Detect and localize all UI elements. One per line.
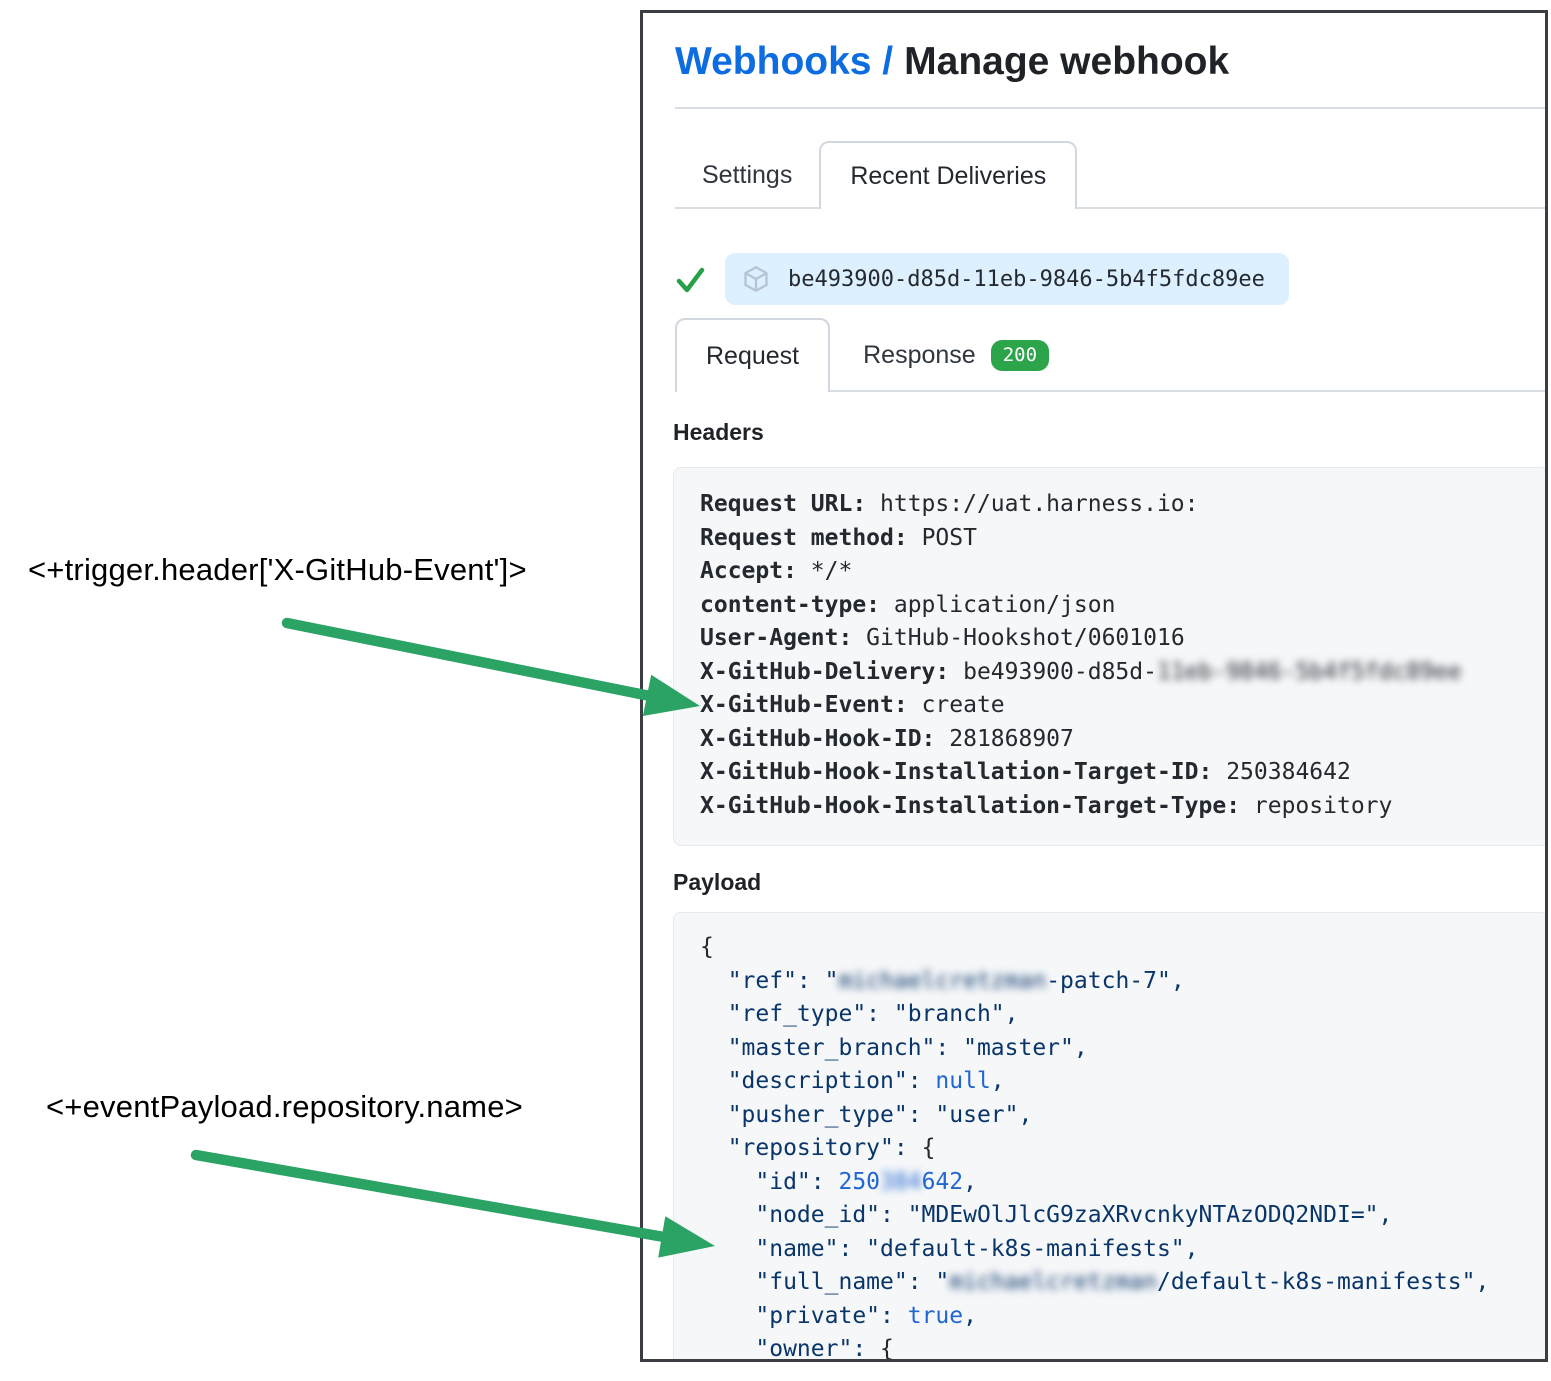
page-title-current: Manage webhook [904,40,1230,83]
code-segment: X-GitHub-Hook-ID: [700,725,936,752]
code-segment: "id": [700,1168,839,1195]
code-segment: /default-k8s-manifests", [1156,1269,1490,1295]
headers-code-block: Request URL: https://uat.harness.io:Requ… [673,467,1545,846]
status-200-badge: 200 [990,339,1050,371]
arrow-to-repository-name [190,1149,715,1258]
tab-response[interactable]: Response 200 [836,318,1076,392]
page-title: Webhooks /Manage webhook [675,39,1545,85]
code-line: "description": null, [700,1065,1534,1099]
code-segment: User-Agent: [700,625,853,651]
package-icon [744,266,768,292]
webhook-tabs: Settings Recent Deliveries [675,141,1545,209]
code-line: X-GitHub-Delivery: be493900-d85d-11eb-98… [700,656,1534,690]
code-segment: "full_name": " [700,1269,950,1295]
code-segment: "ref": " [700,967,839,994]
code-line: "repository": { [700,1132,1534,1166]
annotation-payload-expression: <+eventPayload.repository.name> [46,1089,523,1124]
code-segment: true [907,1302,964,1329]
code-segment: { [880,1336,894,1362]
code-line: "owner": { [700,1333,1534,1362]
code-segment: Accept: [700,558,797,584]
tab-request[interactable]: Request [675,318,831,392]
code-line: "pusher_type": "user", [700,1099,1534,1133]
code-segment: POST [907,524,977,551]
code-segment: { [921,1135,936,1161]
code-segment: 384 [880,1168,922,1195]
tab-settings[interactable]: Settings [702,160,793,189]
code-segment: X-GitHub-Event: [700,692,908,718]
headers-section-title: Headers [673,419,764,445]
code-line: "name": "default-k8s-manifests", [700,1233,1534,1267]
code-line: { [700,931,1534,965]
code-line: X-GitHub-Event: create [700,689,1534,723]
delivery-row: be493900-d85d-11eb-9846-5b4f5fdc89ee [675,253,1545,305]
webhooks-breadcrumb-link[interactable]: Webhooks / [675,40,894,83]
code-segment: X-GitHub-Delivery: [700,658,950,685]
response-label: Response [863,340,976,369]
code-segment: "repository": [700,1135,922,1161]
code-segment: content-type: [700,591,881,618]
code-segment: Request URL: [700,491,867,517]
code-segment: */* [796,558,853,584]
code-segment: michaelcretzman [838,967,1047,994]
code-line: "master_branch": "master", [700,1032,1534,1066]
code-segment: , [990,1068,1005,1094]
arrow-to-x-github-event [281,617,700,716]
code-segment: "node_id": "MDEwOlJlcG9zaXRvcnkyNTAzODQ2… [700,1202,1393,1228]
code-line: "private": true, [700,1300,1534,1334]
code-segment: X-GitHub-Hook-Installation-Target-ID: [700,759,1213,785]
code-line: Request method: POST [700,522,1534,556]
check-icon [676,267,705,292]
code-segment: "name": "default-k8s-manifests", [700,1235,1199,1262]
code-segment: "private": [700,1302,908,1329]
code-segment: https://uat.harness.io: [866,491,1199,517]
title-divider [675,107,1545,109]
code-segment: , [963,1168,977,1195]
code-segment: { [700,934,714,960]
code-segment: michaelcretzman [949,1269,1157,1295]
code-line: Accept: */* [700,555,1534,589]
code-segment: "pusher_type": "user", [700,1101,1033,1128]
code-line: X-GitHub-Hook-Installation-Target-Type: … [700,790,1534,824]
code-line: X-GitHub-Hook-Installation-Target-ID: 25… [700,756,1534,790]
webhook-panel: Webhooks /Manage webhook Settings Recent… [640,10,1548,1362]
code-segment: Request method: [700,524,908,551]
code-segment: application/json [880,591,1116,618]
code-segment: "description": [700,1068,936,1094]
code-segment: X-GitHub-Hook-Installation-Target-Type: [700,792,1241,819]
code-segment: 11eb-9846-5b4f5fdc89ee [1156,658,1462,685]
code-line: Request URL: https://uat.harness.io: [700,488,1534,522]
payload-code-block: { "ref": "michaelcretzman-patch-7", "ref… [673,912,1545,1362]
code-segment: GitHub-Hookshot/0601016 [852,625,1185,651]
code-line: X-GitHub-Hook-ID: 281868907 [700,723,1534,757]
request-response-tabs: Request Response 200 [675,318,1545,392]
code-line: "node_id": "MDEwOlJlcG9zaXRvcnkyNTAzODQ2… [700,1199,1534,1233]
code-line: User-Agent: GitHub-Hookshot/0601016 [700,622,1534,656]
code-segment: null [935,1068,991,1094]
code-segment: -patch-7", [1046,967,1185,994]
delivery-id-pill[interactable]: be493900-d85d-11eb-9846-5b4f5fdc89ee [725,253,1289,305]
code-segment: repository [1240,792,1393,819]
code-segment: 250384642 [1212,759,1351,785]
code-segment: be493900-d85d- [949,658,1157,685]
code-segment: create [907,692,1005,718]
code-segment: , [963,1302,977,1329]
code-segment: "ref_type": "branch", [700,1001,1019,1027]
code-segment: 281868907 [935,725,1074,752]
code-segment: 250 [838,1168,881,1195]
code-line: "id": 250384642, [700,1166,1534,1200]
code-segment: 642 [921,1168,964,1195]
code-segment: "master_branch": "master", [700,1034,1088,1061]
delivery-guid: be493900-d85d-11eb-9846-5b4f5fdc89ee [788,266,1265,292]
code-line: "ref": "michaelcretzman-patch-7", [700,965,1534,999]
code-segment: "owner": [700,1336,881,1362]
code-line: "ref_type": "branch", [700,998,1534,1032]
code-line: "full_name": "michaelcretzman/default-k8… [700,1266,1534,1300]
payload-section-title: Payload [673,869,762,895]
annotation-trigger-expression: <+trigger.header['X-GitHub-Event']> [28,552,527,587]
tab-recent-deliveries[interactable]: Recent Deliveries [819,141,1078,209]
code-line: content-type: application/json [700,589,1534,623]
